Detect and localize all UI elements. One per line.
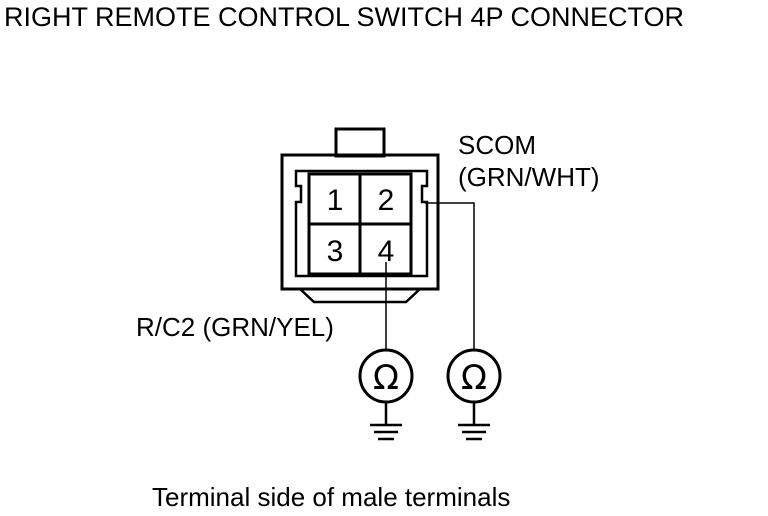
scom-wire-color-label: (GRN/WHT) — [458, 162, 600, 192]
probe-wires — [385, 202, 475, 350]
diagram-caption: Terminal side of male terminals — [152, 482, 511, 512]
rc2-label: R/C2 (GRN/YEL) — [136, 312, 334, 342]
pin-2-probe-wire — [425, 202, 475, 350]
pin-3-label: 3 — [327, 235, 344, 268]
pin-4-label: 4 — [378, 235, 395, 268]
scom-label: SCOM — [458, 130, 536, 160]
ohmmeter-icon: Ω — [358, 348, 414, 404]
pin-2-label: 2 — [378, 184, 395, 217]
pin-grid — [307, 172, 413, 276]
ohm-symbol: Ω — [461, 358, 487, 398]
ohmmeter-icon: Ω — [446, 348, 502, 404]
ohm-symbol: Ω — [373, 358, 399, 398]
connector-housing — [280, 127, 440, 304]
pin-1-label: 1 — [327, 184, 344, 217]
ground-icon — [458, 402, 490, 441]
diagram-title: RIGHT REMOTE CONTROL SWITCH 4P CONNECTOR — [4, 2, 685, 32]
ground-icon — [370, 402, 402, 441]
